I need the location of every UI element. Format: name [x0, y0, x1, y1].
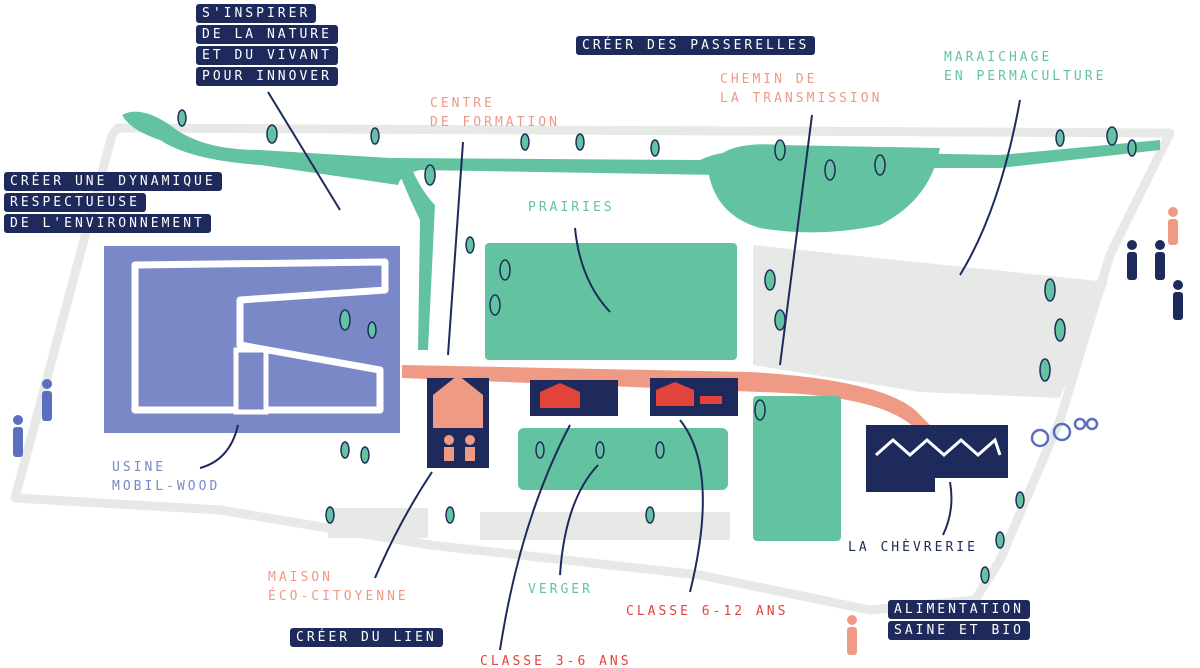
label-line: EN PERMACULTURE — [944, 69, 1107, 84]
label-maraichage: MARAICHAGE EN PERMACULTURE — [944, 48, 1106, 86]
forest-area — [708, 144, 940, 233]
label-line: DE L'ENVIRONNEMENT — [4, 214, 211, 233]
label-chemin: CHEMIN DE LA TRANSMISSION — [720, 70, 882, 108]
label-line: S'INSPIRER — [196, 4, 317, 23]
label-inspirer: S'INSPIRER DE LA NATURE ET DU VIVANT POU… — [196, 4, 338, 88]
label-alimentation: ALIMENTATION SAINE ET BIO — [888, 600, 1030, 642]
label-line: CHEMIN DE — [720, 72, 818, 87]
usine-hall — [233, 347, 269, 415]
label-classe-3-6: CLASSE 3-6 ANS — [480, 654, 632, 668]
label-line: MARAICHAGE — [944, 50, 1053, 65]
goat-barn-icon — [875, 437, 1002, 458]
lower-field-2 — [480, 512, 730, 540]
arrow-icon — [199, 91, 1021, 651]
label-line: CENTRE — [430, 96, 495, 111]
label-classe-6-12: CLASSE 6-12 ANS — [626, 604, 789, 619]
label-line: SAINE ET BIO — [888, 621, 1030, 640]
verger-field — [518, 428, 728, 490]
label-line: CRÉER DES PASSERELLES — [576, 36, 816, 55]
label-line: ÉCO-CITOYENNE — [268, 589, 409, 604]
label-line: DE LA NATURE — [196, 25, 338, 44]
bicycle-icon — [1030, 417, 1099, 448]
label-maison: MAISON ÉCO-CITOYENNE — [268, 568, 409, 606]
label-line: ET DU VIVANT — [196, 46, 338, 65]
lower-field-1 — [328, 508, 428, 538]
classe-6-12-barn — [656, 382, 694, 406]
person-icon — [1127, 240, 1183, 320]
prairies-field — [485, 243, 737, 360]
label-line: CRÉER UNE DYNAMIQUE — [4, 172, 222, 191]
label-line: DE FORMATION — [430, 115, 560, 130]
green-path — [400, 160, 435, 350]
pasture-strip — [753, 396, 841, 541]
person-icon — [13, 379, 52, 457]
label-prairies: PRAIRIES — [528, 200, 615, 215]
label-chevrerie: LA CHÈVRERIE — [848, 540, 978, 555]
label-line: ALIMENTATION — [888, 600, 1030, 619]
green-corridor — [122, 111, 1160, 185]
person-icon — [847, 207, 1178, 655]
label-line: MOBIL-WOOD — [112, 479, 221, 494]
label-passerelles: CRÉER DES PASSERELLES — [576, 36, 816, 57]
label-line: CRÉER DU LIEN — [290, 628, 443, 647]
label-usine: USINE MOBIL-WOOD — [112, 458, 220, 496]
usine-inner-path — [131, 258, 389, 414]
chevrerie-building — [866, 425, 1008, 492]
classe-3-6-barn — [540, 383, 580, 408]
maison-house-icon — [433, 375, 483, 428]
label-dynamique: CRÉER UNE DYNAMIQUE RESPECTUEUSE DE L'EN… — [4, 172, 222, 235]
site-boundary-path — [10, 123, 1175, 615]
label-line: MAISON — [268, 570, 333, 585]
label-centre: CENTRE DE FORMATION — [430, 94, 560, 132]
label-creer-lien: CRÉER DU LIEN — [290, 628, 443, 649]
label-line: USINE — [112, 460, 167, 475]
tree-icon — [177, 109, 1137, 584]
label-verger: VERGER — [528, 582, 593, 597]
label-line: POUR INNOVER — [196, 67, 338, 86]
maraichage-field — [753, 245, 1108, 398]
label-line: LA TRANSMISSION — [720, 91, 883, 106]
label-line: RESPECTUEUSE — [4, 193, 146, 212]
